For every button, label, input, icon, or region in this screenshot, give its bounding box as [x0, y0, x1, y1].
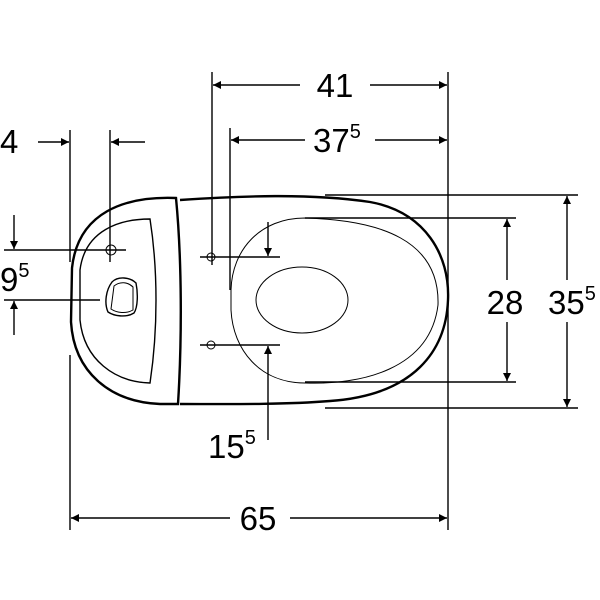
svg-text:355: 355	[548, 283, 596, 321]
dimension-9-5: 95	[0, 215, 29, 335]
seat-outline	[230, 217, 439, 384]
svg-text:28: 28	[487, 284, 524, 321]
cistern-lid	[79, 218, 157, 384]
dimension-28: 28	[487, 219, 524, 381]
dimension-35-5: 355	[548, 196, 596, 407]
dimension-4: 4	[0, 123, 145, 160]
dimension-65: 65	[71, 500, 447, 537]
bowl-outline	[179, 194, 450, 406]
svg-text:4: 4	[0, 123, 18, 160]
bowl-opening	[255, 266, 349, 334]
dimension-41: 41	[213, 67, 447, 104]
svg-text:65: 65	[240, 500, 277, 537]
svg-text:375: 375	[313, 121, 361, 159]
svg-text:95: 95	[0, 260, 29, 298]
extension-lines	[4, 72, 578, 530]
toilet-outline	[69, 194, 450, 406]
cistern-outline	[69, 196, 182, 406]
svg-text:41: 41	[317, 67, 354, 104]
dimension-37-5: 375	[231, 121, 447, 159]
flush-button-inner	[110, 282, 134, 313]
dimension-15-5: 155	[208, 222, 272, 465]
flush-button	[105, 277, 139, 317]
svg-text:155: 155	[208, 427, 256, 465]
